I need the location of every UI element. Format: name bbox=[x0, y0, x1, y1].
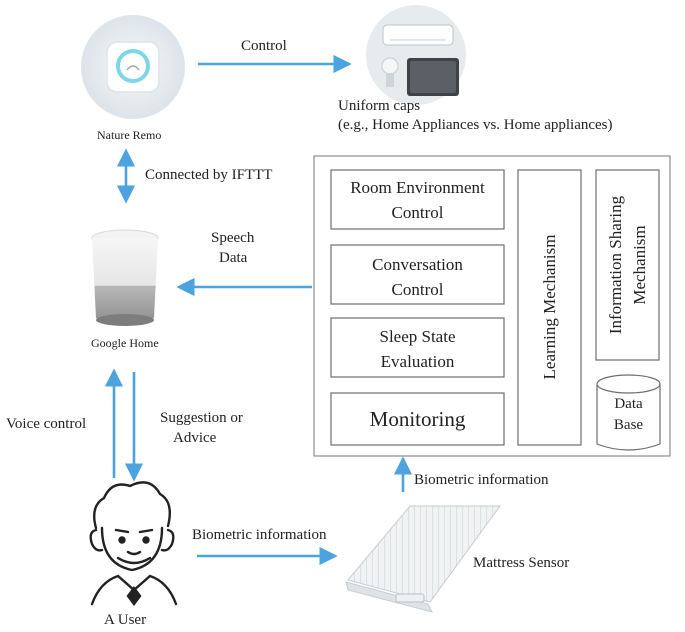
sleep-text: Sleep State Evaluation bbox=[331, 324, 504, 374]
room-env-line2: Control bbox=[391, 203, 444, 222]
database-line2: Base bbox=[613, 417, 644, 433]
learning-box bbox=[517, 169, 582, 446]
ifttt-label: Connected by IFTTT bbox=[145, 167, 273, 183]
learning-label: Learning Mechanism bbox=[539, 234, 559, 380]
info-sharing-line2: Mechanism bbox=[630, 225, 649, 305]
room-env-line1: Room Environment bbox=[350, 178, 485, 197]
monitoring-text: Monitoring bbox=[369, 407, 466, 431]
database-text: Data Base bbox=[597, 394, 660, 436]
suggestion-label-line1: Suggestion or bbox=[160, 410, 243, 426]
control-label: Control bbox=[241, 38, 287, 54]
monitoring-box bbox=[330, 392, 505, 446]
system-panel bbox=[313, 155, 671, 457]
appliances-caption-line1: Uniform caps bbox=[338, 98, 421, 114]
info-sharing-line1: Information Sharing bbox=[606, 195, 625, 335]
room-env-text: Room Environment Control bbox=[331, 175, 504, 225]
biometric-user-label: Biometric information bbox=[192, 527, 327, 543]
sleep-line2: Evaluation bbox=[380, 352, 455, 371]
conversation-box bbox=[330, 244, 505, 305]
mattress-sensor-label: Mattress Sensor bbox=[473, 555, 570, 571]
sleep-box bbox=[330, 317, 505, 378]
biometric-system-label: Biometric information bbox=[414, 472, 549, 488]
database-cylinder-icon bbox=[596, 374, 661, 451]
home-appliances-icon bbox=[366, 5, 466, 105]
user-label: A User bbox=[104, 612, 147, 628]
suggestion-label-line2: Advice bbox=[173, 430, 217, 446]
speech-label-line1: Speech bbox=[211, 230, 255, 246]
conversation-line2: Control bbox=[391, 280, 444, 299]
info-sharing-box bbox=[595, 169, 660, 361]
sleep-line1: Sleep State bbox=[379, 327, 456, 346]
hub-device-icon bbox=[81, 15, 185, 119]
conversation-line1: Conversation bbox=[372, 255, 463, 274]
speech-label-line2: Data bbox=[219, 250, 248, 266]
nature-remo-label: Nature Remo bbox=[97, 128, 162, 142]
smart-speaker-icon bbox=[91, 229, 159, 326]
appliances-caption-line2: (e.g., Home Appliances vs. Home applianc… bbox=[338, 117, 613, 133]
voice-control-label: Voice control bbox=[6, 416, 87, 432]
info-sharing-label: Information Sharing Mechanism bbox=[604, 185, 652, 345]
mattress-sensor-icon bbox=[345, 505, 501, 613]
elderly-user-icon bbox=[89, 481, 178, 606]
database-line1: Data bbox=[614, 396, 643, 412]
room-env-box bbox=[330, 169, 505, 230]
conversation-text: Conversation Control bbox=[331, 252, 504, 302]
google-home-label: Google Home bbox=[91, 336, 159, 350]
